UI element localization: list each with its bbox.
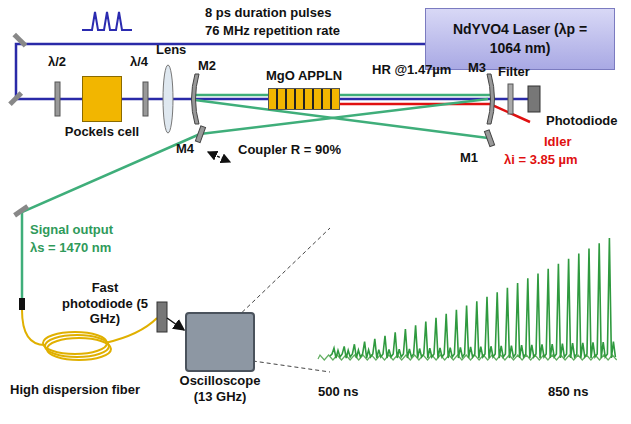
label: Idler [544, 134, 571, 150]
pulse-icon [82, 12, 132, 30]
label: M2 [198, 58, 216, 74]
noise-trace [318, 355, 617, 360]
label: λ/2 [48, 54, 66, 70]
label: λi = 3.85 µm [504, 152, 578, 168]
node-label: MgO APPLN [266, 68, 342, 83]
crystal: MgO APPLN [268, 88, 340, 110]
mirror-m3 [487, 74, 495, 124]
fast-photodiode [157, 302, 167, 332]
label: Lens [156, 42, 186, 58]
signal-beam [22, 95, 490, 300]
photodiode [528, 86, 540, 112]
label: λ/4 [130, 54, 148, 70]
laser-box: NdYVO4 Laser (λp = 1064 nm) [425, 8, 615, 70]
label: M1 [460, 150, 478, 166]
mirror [12, 33, 27, 48]
fiber-coil [22, 310, 157, 360]
mirror [8, 91, 23, 106]
oscilloscope: Oscilloscope (13 GHz) [185, 312, 255, 372]
translation-arrow [208, 152, 230, 162]
label: 500 ns [318, 384, 358, 400]
cable [167, 318, 184, 330]
lens [163, 65, 173, 133]
label: 850 ns [548, 384, 588, 400]
mirror-m4 [195, 126, 205, 143]
label: Signal output [30, 222, 113, 238]
pulse-trace [330, 238, 615, 358]
filter [508, 84, 513, 114]
label: HR @1.47µm [372, 62, 451, 78]
label: Coupler R = 90% [238, 142, 341, 158]
mirror [13, 204, 29, 217]
label: M4 [176, 141, 194, 157]
label: Photodiode [546, 113, 618, 129]
label: Filter [498, 64, 530, 80]
pulse-train-plot [318, 238, 617, 360]
label: λs = 1470 nm [30, 240, 111, 256]
label: High dispersion fiber [10, 382, 140, 398]
fiber-connector [19, 298, 25, 310]
label: Fast photodiode (5 GHz) [55, 280, 155, 327]
mirror-m1 [484, 130, 494, 147]
node-label: NdYVO4 Laser (λp = 1064 nm) [445, 20, 595, 58]
label: 76 MHz repetition rate [205, 23, 340, 39]
node-label: Pockels cell [65, 124, 139, 139]
pockels-cell: Pockels cell [82, 76, 122, 122]
half-wave-plate [55, 82, 60, 116]
mirror-m2 [192, 74, 200, 124]
node-label: Oscilloscope (13 GHz) [174, 373, 266, 404]
label: M3 [468, 60, 486, 76]
quarter-wave-plate [143, 82, 148, 116]
label: 8 ps duration pulses [205, 5, 331, 21]
